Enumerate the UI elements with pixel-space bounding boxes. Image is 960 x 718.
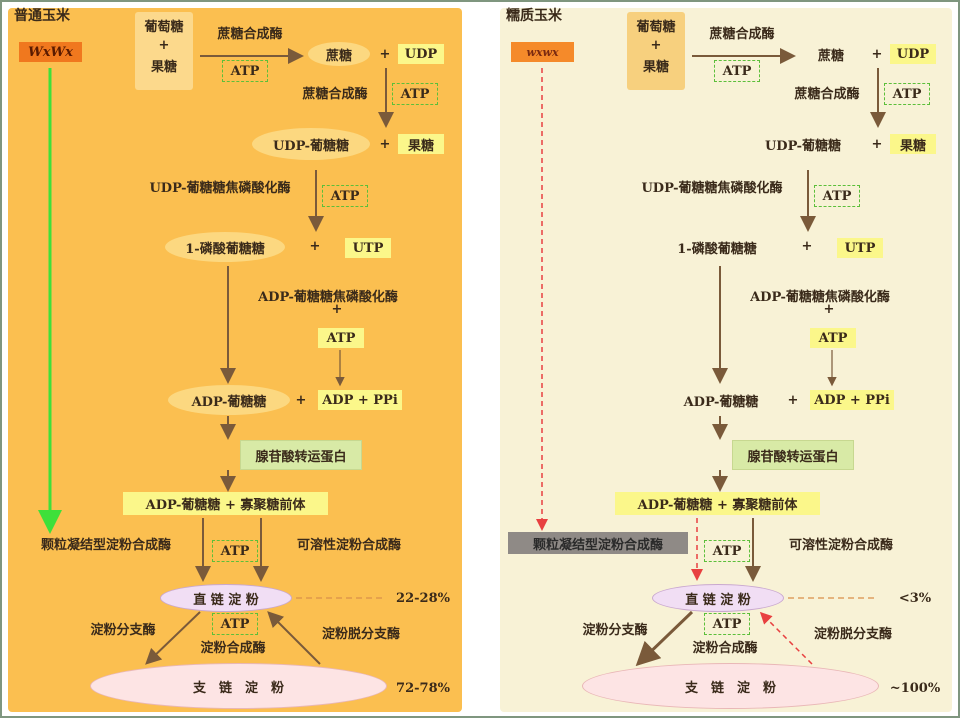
plus-sign: + bbox=[871, 136, 883, 152]
adp-glucose-node: ADP-葡糖糖 bbox=[683, 394, 759, 410]
glucose-label: 葡萄糖 bbox=[144, 19, 184, 35]
plus-sign: + bbox=[801, 238, 813, 254]
udp-glucose-node: UDP-葡糖糖 bbox=[764, 138, 842, 154]
fructose-label: 果糖 bbox=[642, 59, 669, 75]
enzyme-gbss: 颗粒凝结型淀粉合成酶 bbox=[508, 532, 688, 554]
atp-tag: ATP bbox=[212, 540, 258, 562]
plus-sign: + bbox=[787, 392, 799, 408]
glucose-label: 葡萄糖 bbox=[636, 19, 676, 35]
atp-tag: ATP bbox=[884, 83, 930, 105]
adp-ppi-node: ADP + PPi bbox=[318, 390, 402, 410]
sucrose-node: 蔗糖 bbox=[817, 48, 844, 64]
fructose-node: 果糖 bbox=[398, 134, 444, 154]
gene-label: wxwx bbox=[511, 42, 574, 62]
enzyme-branching: 淀粉分支酶 bbox=[90, 622, 156, 638]
amylose-percentage: 22-28% bbox=[396, 590, 450, 606]
plus-sign: + bbox=[331, 301, 343, 317]
adenylate-transporter: 腺苷酸转运蛋白 bbox=[240, 440, 362, 470]
amylopectin-node: 支 链 淀 粉 bbox=[90, 663, 387, 709]
fructose-node: 果糖 bbox=[890, 134, 936, 154]
g1p-node: 1-磷酸葡糖糖 bbox=[677, 241, 757, 257]
enzyme-ugpase: UDP-葡糖糖焦磷酸化酶 bbox=[149, 180, 291, 196]
atp-tag: ATP bbox=[322, 185, 368, 207]
enzyme-sucrose-synthase: 蔗糖合成酶 bbox=[217, 26, 283, 42]
enzyme-debranching: 淀粉脱分支酶 bbox=[813, 626, 892, 642]
enzyme-gbss: 颗粒凝结型淀粉合成酶 bbox=[40, 537, 171, 553]
enzyme-starch-synthase: 淀粉合成酶 bbox=[692, 640, 758, 656]
udp-node: UDP bbox=[398, 44, 444, 64]
atp-tag: ATP bbox=[704, 613, 750, 635]
atp-node: ATP bbox=[810, 328, 856, 348]
adp-glucose-primer-node: ADP-葡糖糖 + 寡聚糖前体 bbox=[123, 492, 328, 515]
amylose-node: 直 链 淀 粉 bbox=[652, 584, 784, 612]
udp-glucose-node: UDP-葡糖糖 bbox=[252, 128, 370, 160]
amylopectin-percentage: 72-78% bbox=[396, 680, 450, 696]
utp-node: UTP bbox=[837, 238, 883, 258]
atp-tag: ATP bbox=[212, 613, 258, 635]
glucose-fructose-box bbox=[627, 12, 685, 90]
fructose-label: 果糖 bbox=[150, 59, 177, 75]
atp-tag: ATP bbox=[704, 540, 750, 562]
plus-sign: + bbox=[158, 37, 170, 53]
amylopectin-node: 支 链 淀 粉 bbox=[582, 663, 879, 709]
adp-glucose-node: ADP-葡糖糖 bbox=[168, 385, 290, 415]
atp-tag: ATP bbox=[392, 83, 438, 105]
panel-title: 糯质玉米 bbox=[506, 8, 562, 24]
plus-sign: + bbox=[379, 136, 391, 152]
enzyme-soluble-starch-synthase: 可溶性淀粉合成酶 bbox=[296, 537, 401, 553]
atp-tag: ATP bbox=[222, 60, 268, 82]
adp-glucose-primer-node: ADP-葡糖糖 + 寡聚糖前体 bbox=[615, 492, 820, 515]
enzyme-soluble-starch-synthase: 可溶性淀粉合成酶 bbox=[788, 537, 893, 553]
amylose-percentage: <3% bbox=[898, 590, 932, 606]
adenylate-transporter: 腺苷酸转运蛋白 bbox=[732, 440, 854, 470]
sucrose-node: 蔗糖 bbox=[308, 42, 370, 66]
enzyme-debranching: 淀粉脱分支酶 bbox=[321, 626, 400, 642]
plus-sign: + bbox=[295, 392, 307, 408]
utp-node: UTP bbox=[345, 238, 391, 258]
amylose-node: 直 链 淀 粉 bbox=[160, 584, 292, 612]
plus-sign: + bbox=[650, 37, 662, 53]
atp-tag: ATP bbox=[814, 185, 860, 207]
plus-sign: + bbox=[309, 238, 321, 254]
plus-sign: + bbox=[871, 46, 883, 62]
panel-title: 普通玉米 bbox=[14, 8, 70, 24]
amylopectin-percentage: ~100% bbox=[889, 680, 941, 696]
atp-node: ATP bbox=[318, 328, 364, 348]
gene-label: WxWx bbox=[19, 42, 82, 62]
g1p-node: 1-磷酸葡糖糖 bbox=[165, 232, 285, 262]
udp-node: UDP bbox=[890, 44, 936, 64]
plus-sign: + bbox=[379, 46, 391, 62]
glucose-fructose-box bbox=[135, 12, 193, 90]
enzyme-sucrose-synthase-2: 蔗糖合成酶 bbox=[794, 86, 860, 102]
plus-sign: + bbox=[823, 301, 835, 317]
atp-tag: ATP bbox=[714, 60, 760, 82]
enzyme-sucrose-synthase-2: 蔗糖合成酶 bbox=[302, 86, 368, 102]
enzyme-agpase: ADP-葡糖糖焦磷酸化酶 bbox=[750, 289, 890, 305]
enzyme-sucrose-synthase: 蔗糖合成酶 bbox=[709, 26, 775, 42]
enzyme-branching: 淀粉分支酶 bbox=[582, 622, 648, 638]
enzyme-agpase: ADP-葡糖糖焦磷酸化酶 bbox=[258, 289, 398, 305]
enzyme-ugpase: UDP-葡糖糖焦磷酸化酶 bbox=[641, 180, 783, 196]
adp-ppi-node: ADP + PPi bbox=[810, 390, 894, 410]
enzyme-starch-synthase: 淀粉合成酶 bbox=[200, 640, 266, 656]
